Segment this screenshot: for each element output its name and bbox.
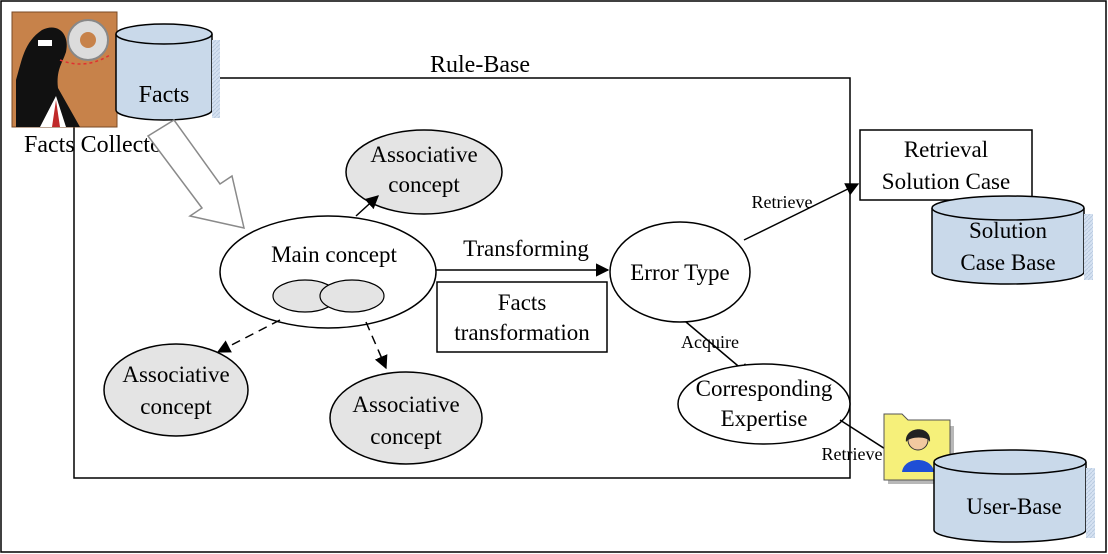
retrieve-top-label: Retrieve <box>752 192 813 212</box>
acquire-label: Acquire <box>681 332 739 352</box>
retrieve-top-arrow <box>743 183 860 241</box>
error-type-label: Error Type <box>630 260 730 285</box>
retrieval-solution-case-box: Retrieval Solution Case <box>859 129 1033 201</box>
corresponding-expertise-node: Corresponding Expertise <box>677 363 851 445</box>
associative-concept-top: Associative concept <box>345 129 503 215</box>
corresponding-expertise-line2: Expertise <box>721 406 808 431</box>
associative-concept-bottom-line1: Associative <box>352 392 459 417</box>
associative-concept-top-line2: concept <box>388 172 460 197</box>
main-to-left-concept-arrow <box>216 319 281 353</box>
associative-concept-top-line1: Associative <box>370 142 477 167</box>
facts-transformation-line2: transformation <box>454 320 590 345</box>
facts-transformation-box: Facts transformation <box>436 281 608 353</box>
user-base-label: User-Base <box>966 494 1061 519</box>
main-to-top-concept-arrow <box>355 195 379 217</box>
user-base-database: User-Base <box>933 449 1095 543</box>
solution-case-base-line2: Case Base <box>960 250 1055 275</box>
associative-concept-left-line1: Associative <box>122 362 229 387</box>
transforming-label: Transforming <box>463 236 589 261</box>
associative-concept-left-line2: concept <box>140 394 212 419</box>
facts-transformation-line1: Facts <box>498 290 547 315</box>
main-concept-label: Main concept <box>271 242 397 267</box>
retrieve-bottom-label: Retrieve <box>822 444 883 464</box>
facts-collector-label: Facts Collector <box>24 132 170 158</box>
retrieval-solution-case-line2: Solution Case <box>882 169 1010 194</box>
main-concept: Main concept <box>219 215 437 329</box>
facts-database: Facts <box>115 23 220 121</box>
solution-case-base-database: Solution Case Base <box>931 195 1093 285</box>
facts-db-label: Facts <box>139 82 190 108</box>
solution-case-base-line1: Solution <box>969 218 1047 243</box>
corresponding-expertise-line1: Corresponding <box>696 376 833 401</box>
associative-concept-left: Associative concept <box>103 343 249 437</box>
retrieval-solution-case-line1: Retrieval <box>904 137 988 162</box>
associative-concept-bottom: Associative concept <box>329 371 483 465</box>
main-to-bottom-concept-arrow <box>365 321 388 370</box>
rule-base-label: Rule-Base <box>430 52 530 78</box>
error-type-node: Error Type <box>609 221 751 323</box>
rule-base-box <box>73 77 851 479</box>
facts-collector-person-icon <box>11 11 118 128</box>
associative-concept-bottom-line2: concept <box>370 424 442 449</box>
facts-to-main-hollow-arrow <box>146 118 245 229</box>
